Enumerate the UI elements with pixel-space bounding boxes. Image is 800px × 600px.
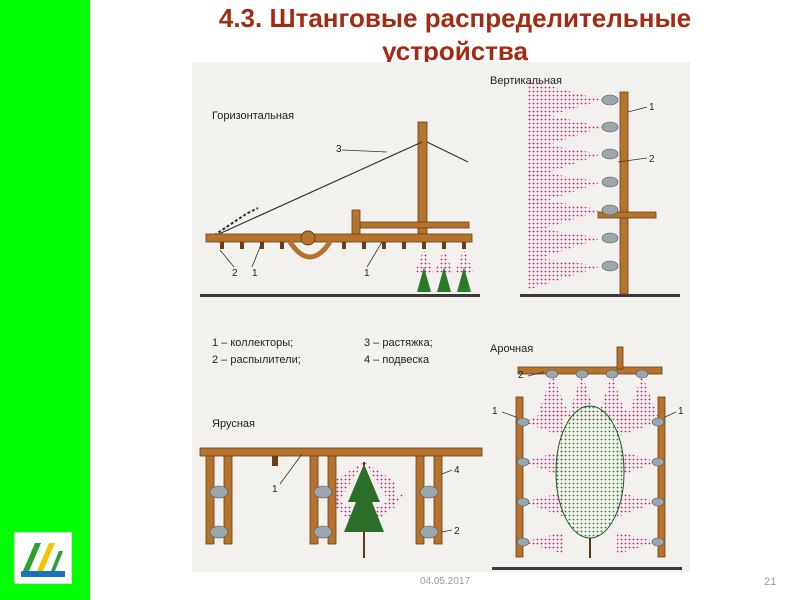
legend-item-3: 3 – растяжка;: [364, 337, 433, 349]
horizontal-boom: 3 2 1 1: [200, 121, 480, 297]
ground-arched: [492, 567, 682, 570]
diagram-canvas: Горизонтальная Вертикальная Ярусная Ароч…: [199, 75, 684, 570]
boom-sprayer-diagram: Горизонтальная Вертикальная Ярусная Ароч…: [192, 62, 690, 572]
label-vertical: Вертикальная: [490, 75, 562, 87]
title-line-1: 4.3. Штанговые распределительные: [218, 3, 692, 33]
label-arched: Арочная: [490, 343, 533, 355]
svg-text:1: 1: [649, 102, 655, 113]
green-sidebar: [0, 0, 90, 600]
legend-item-2: 2 – распылители;: [212, 354, 301, 366]
ground-horizontal: [200, 294, 480, 297]
legend: 1 – коллекторы; 2 – распылители; 3 – рас…: [212, 337, 433, 366]
ground-vertical: [520, 294, 680, 297]
svg-text:2: 2: [454, 526, 460, 537]
vertical-boom: 1 2: [520, 80, 680, 297]
arched-boom: 2 1 1: [492, 346, 684, 570]
svg-text:2: 2: [518, 370, 524, 381]
university-logo-icon: [14, 532, 72, 584]
svg-text:1: 1: [252, 268, 258, 279]
label-tiered: Ярусная: [212, 418, 255, 430]
legend-item-1: 1 – коллекторы;: [212, 337, 293, 349]
legend-item-4: 4 – подвеска: [364, 354, 430, 366]
tiered-boom: 1 4 2: [199, 447, 483, 558]
svg-text:4: 4: [454, 465, 460, 476]
slide-date: 04.05.2017: [420, 576, 471, 587]
svg-text:1: 1: [492, 406, 498, 417]
page-number: 21: [764, 576, 777, 588]
slide-title: 4.3. Штанговые распределительные устройс…: [110, 2, 800, 68]
svg-text:1: 1: [678, 406, 684, 417]
svg-text:2: 2: [649, 154, 655, 165]
title-line-2: устройства: [381, 36, 529, 66]
svg-text:1: 1: [364, 268, 370, 279]
svg-text:1: 1: [272, 484, 278, 495]
svg-text:3: 3: [336, 144, 342, 155]
label-horizontal: Горизонтальная: [212, 110, 294, 122]
svg-text:2: 2: [232, 268, 238, 279]
